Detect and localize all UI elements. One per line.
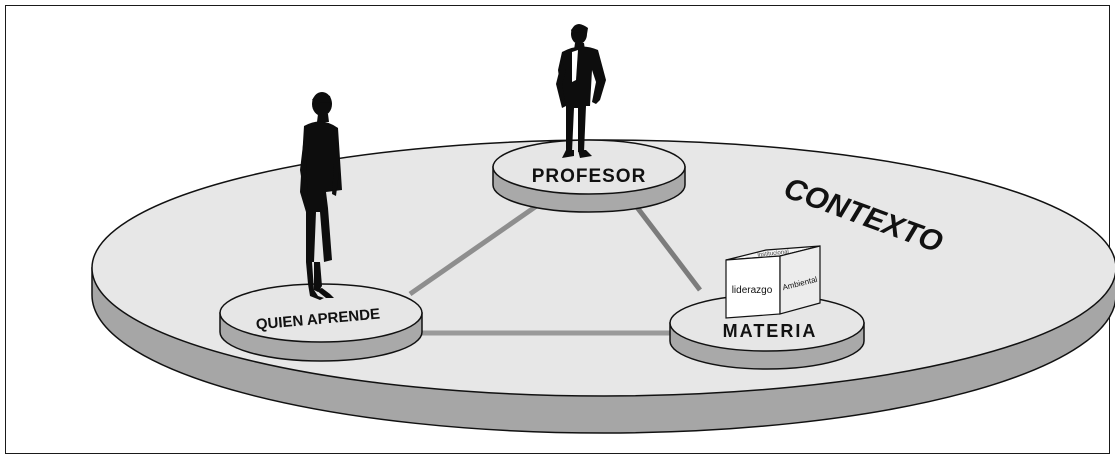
connector-profesor-materia <box>628 196 702 292</box>
cube-icon: Institucional liderazgo Ambiental <box>725 245 821 319</box>
cube-label-top: Institucional <box>757 249 789 258</box>
profesor-platform <box>492 139 686 213</box>
quien-aprende-platform <box>219 283 423 362</box>
node-label-materia: MATERIA <box>723 321 818 341</box>
node-label-profesor: PROFESOR <box>532 166 647 187</box>
man-figure-icon <box>556 24 606 158</box>
connector-lines <box>408 195 702 336</box>
woman-figure-icon <box>300 92 342 300</box>
materia-platform <box>669 294 865 370</box>
connector-quien-profesor <box>408 195 550 297</box>
cube-label-front: liderazgo <box>732 285 773 296</box>
